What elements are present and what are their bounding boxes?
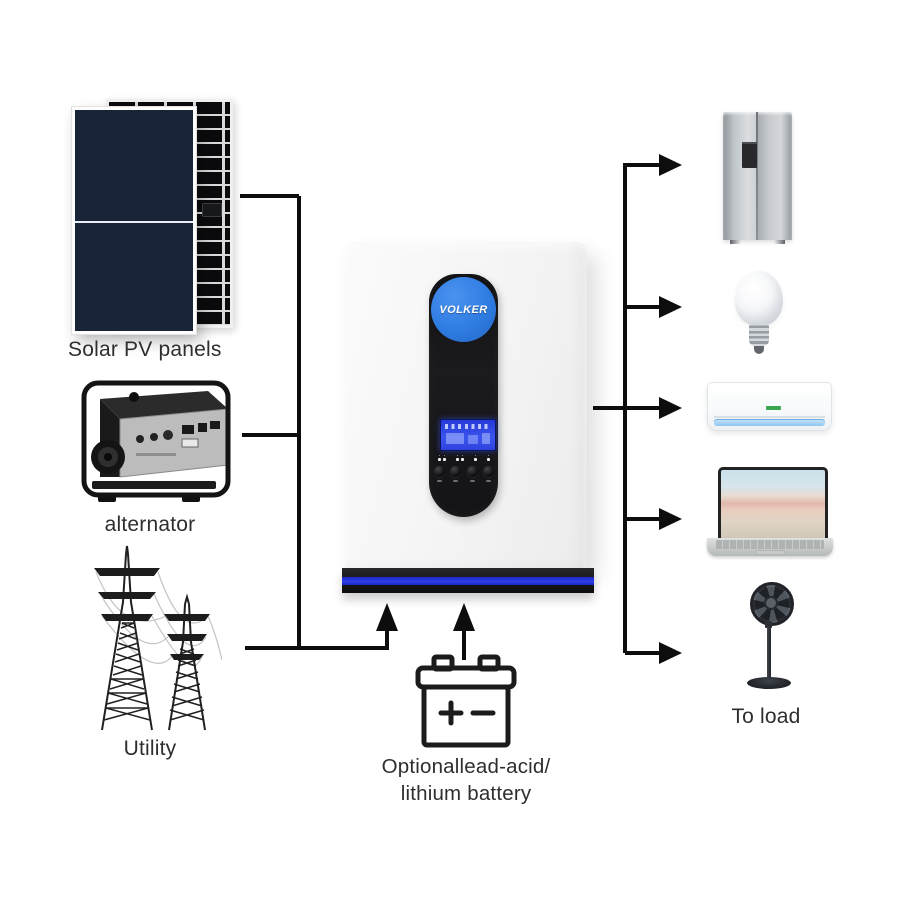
laptop-screen-icon: [718, 467, 828, 544]
solar-panels-label: Solar PV panels: [68, 338, 222, 361]
ac-air-outlet: [714, 419, 825, 426]
laptop-keyboard-icon: [707, 538, 833, 556]
battery-label: Optionallead-acid/ lithium battery: [346, 753, 586, 807]
fan-hub: [764, 596, 778, 610]
laptop-trackpad: [755, 550, 785, 555]
ac-flap: [714, 416, 825, 418]
utility-label: Utility: [123, 737, 177, 760]
generator-icon: [81, 380, 231, 502]
brand-name: VOLKER: [439, 303, 488, 316]
brand-logo: VOLKER: [431, 277, 496, 342]
air-conditioner-icon: [707, 382, 832, 431]
fan-neck: [765, 621, 772, 628]
laptop-keys: [716, 540, 824, 549]
inverter-buttons: [434, 466, 494, 482]
inverter-lcd-screen: [440, 419, 496, 451]
light-bulb-base: [749, 323, 769, 346]
fan-pole: [767, 627, 771, 680]
inverter-status-leds: [438, 451, 490, 461]
fridge-dispenser: [742, 142, 757, 168]
solar-panel-junction-box: [202, 203, 222, 217]
battery-label-line2: lithium battery: [400, 782, 532, 805]
inverter-blue-stripe: [342, 577, 594, 585]
light-bulb-icon: [735, 271, 783, 326]
light-bulb-tip: [754, 346, 764, 354]
utility-tower-icon: [94, 545, 222, 731]
alternator-label: alternator: [104, 513, 196, 536]
refrigerator-icon: [723, 112, 792, 244]
battery-label-line1: Optionallead-acid/: [381, 755, 551, 778]
to-load-label: To load: [731, 705, 801, 728]
solar-panel-front-icon: [72, 107, 196, 334]
ac-brand-mark: [766, 406, 781, 410]
battery-icon: [415, 654, 517, 748]
fan-base: [747, 677, 791, 689]
